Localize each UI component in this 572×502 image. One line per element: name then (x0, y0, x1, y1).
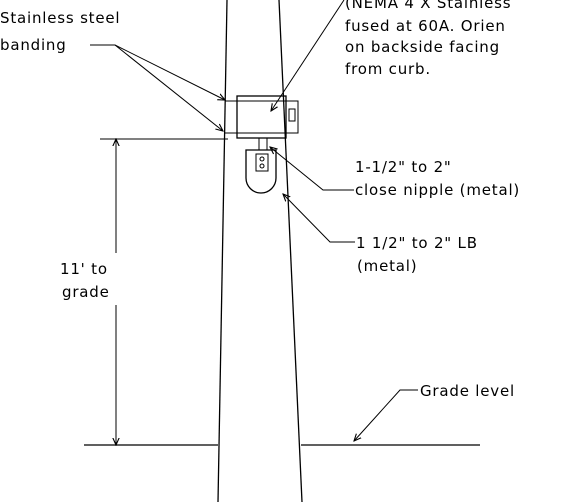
height-label: 11' to grade (60, 260, 110, 301)
disconnect-enclosure (236, 95, 299, 139)
lb-label: 1 1/2" to 2" LB (metal) (356, 234, 478, 275)
leader-lines (90, 0, 418, 441)
nipple-label-line-2: close nipple (metal) (355, 181, 520, 199)
close-nipple (258, 138, 268, 150)
lb-label-line-1: 1 1/2" to 2" LB (356, 234, 478, 252)
panel-note-line-2: fused at 60A. Orien (345, 17, 506, 35)
banding-label-line-2: banding (0, 36, 67, 54)
nipple-label: 1-1/2" to 2" close nipple (metal) (355, 158, 520, 199)
grade-level-label: Grade level (420, 382, 515, 400)
lb-fitting (245, 149, 277, 194)
height-label-line-1: 11' to (60, 260, 108, 278)
panel-note: (NEMA 4 X Stainless fused at 60A. Orien … (345, 0, 511, 78)
stainless-steel-bands (225, 100, 286, 134)
panel-note-line-1: (NEMA 4 X Stainless (345, 0, 511, 12)
lb-label-line-2: (metal) (357, 257, 417, 275)
panel-note-line-3: on backside facing (345, 38, 500, 56)
banding-label-line-1: Stainless steel (0, 9, 120, 27)
height-dimension (100, 139, 228, 445)
nipple-label-line-1: 1-1/2" to 2" (355, 158, 452, 176)
height-label-line-2: grade (62, 283, 110, 301)
pole (217, 0, 303, 502)
panel-note-line-4: from curb. (345, 60, 431, 78)
banding-label: Stainless steel banding (0, 9, 120, 54)
